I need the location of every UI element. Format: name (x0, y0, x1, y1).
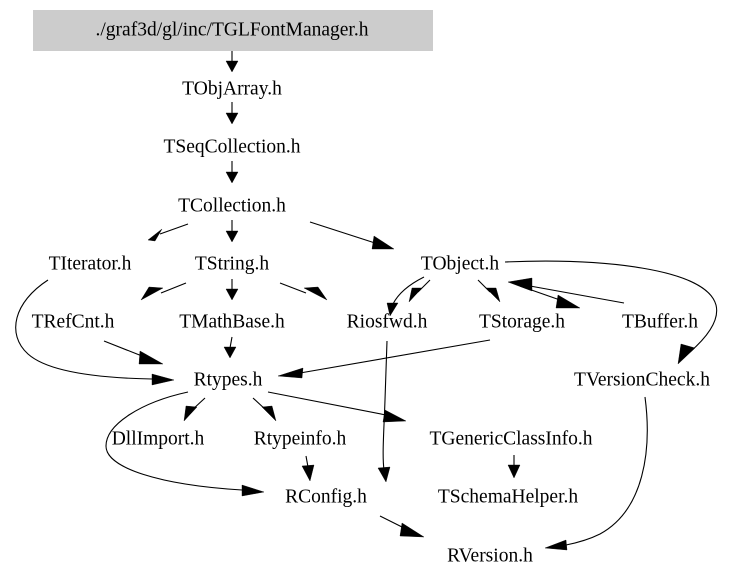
node-tobject[interactable]: TObject.h (421, 253, 499, 274)
edge-tstring-to-tmathbase (225, 279, 239, 301)
edge-tstring-to-riosfwd (279, 282, 328, 301)
edge-rtypes-to-dllimport (183, 397, 206, 422)
edge-tgenericclassinfo-to-tschemahelper (507, 455, 521, 479)
node-tcollection[interactable]: TCollection.h (178, 195, 286, 216)
edge-root-to-tobjarray (225, 50, 239, 73)
node-tversioncheck[interactable]: TVersionCheck.h (574, 369, 710, 390)
node-rtypeinfo[interactable]: Rtypeinfo.h (254, 428, 347, 449)
node-tstorage[interactable]: TStorage.h (479, 311, 565, 332)
edge-tobject-to-tversioncheck (504, 260, 718, 365)
edge-rconfig-to-rversion (379, 515, 425, 538)
edge-tobject-to-tstorage (477, 279, 501, 303)
edge-tobject-to-rtypes (408, 279, 431, 303)
node-tseqcollection[interactable]: TSeqCollection.h (163, 136, 300, 157)
edge-tcollection-to-tobject (309, 221, 395, 250)
edge-tversioncheck-to-rversion (544, 396, 648, 551)
node-rtypes[interactable]: Rtypes.h (194, 369, 263, 390)
edge-rtypes-to-rconfig (105, 391, 265, 497)
edge-tstorage-to-rtypes (277, 339, 491, 379)
node-tmathbase[interactable]: TMathBase.h (179, 311, 285, 332)
edge-layer (15, 50, 718, 551)
edge-tstring-to-trefcnt (140, 282, 187, 301)
node-dllimport[interactable]: DllImport.h (112, 428, 205, 449)
edge-tcollection-to-tstring (225, 220, 239, 243)
node-tschemahelper[interactable]: TSchemaHelper.h (438, 486, 578, 507)
edge-titerator-to-rtypes (15, 279, 175, 386)
edge-rtypeinfo-to-rconfig (301, 455, 315, 482)
node-label-layer: ./graf3d/gl/inc/TGLFontManager.h TObjArr… (32, 19, 711, 566)
edge-tobject-to-riosfwd (386, 276, 425, 317)
node-tstring[interactable]: TString.h (195, 253, 269, 274)
node-root[interactable]: ./graf3d/gl/inc/TGLFontManager.h (96, 19, 369, 40)
node-titerator[interactable]: TIterator.h (49, 253, 132, 274)
node-tobjarray[interactable]: TObjArray.h (182, 78, 282, 99)
edge-tseqcollection-to-tcollection (225, 161, 239, 184)
node-rconfig[interactable]: RConfig.h (285, 486, 367, 507)
node-tbuffer[interactable]: TBuffer.h (622, 311, 698, 332)
edge-tobjarray-to-tseqcollection (225, 102, 239, 125)
root-node-highlight (33, 10, 433, 51)
edge-tbuffer-to-tobject (507, 277, 625, 304)
node-tgenericclassinfo[interactable]: TGenericClassInfo.h (430, 428, 593, 449)
edge-rtypes-to-rtypeinfo (252, 397, 277, 422)
edge-tcollection-to-titerator (147, 223, 189, 242)
node-riosfwd[interactable]: Riosfwd.h (347, 311, 428, 332)
edge-trefcnt-to-rtypes (103, 340, 164, 365)
edge-tmathbase-to-rtypes (223, 336, 237, 359)
node-rversion[interactable]: RVersion.h (447, 545, 533, 566)
edge-riosfwd-to-rconfig (377, 340, 391, 483)
node-trefcnt[interactable]: TRefCnt.h (32, 311, 115, 332)
edge-rtypes-to-tgenericclassinfo (267, 391, 407, 423)
